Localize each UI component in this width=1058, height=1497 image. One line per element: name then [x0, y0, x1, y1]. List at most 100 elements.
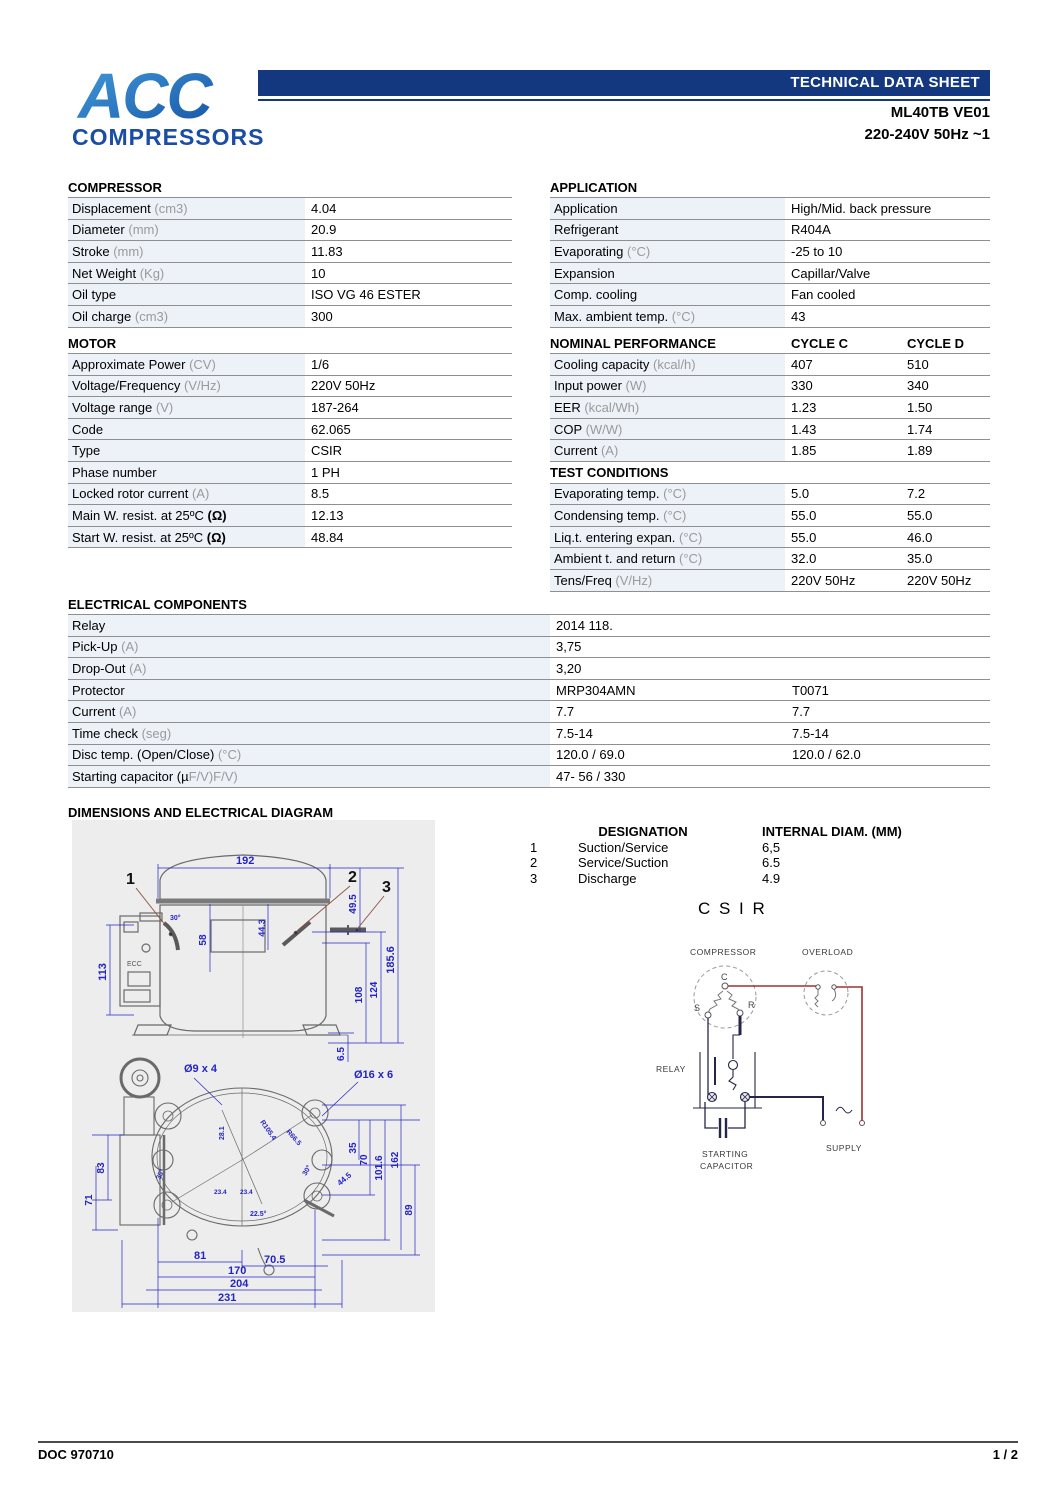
dim-angle-22-5: 22.5°	[250, 1210, 267, 1218]
bottom-view-outline	[119, 1057, 335, 1276]
circuit-wires	[693, 1016, 853, 1138]
row-label: Net Weight (Kg)	[68, 262, 305, 284]
spec-row: Protector MRP304AMN T0071	[68, 679, 990, 702]
spec-row: Main W. resist. at 25ºC (Ω) 12.13	[68, 505, 512, 527]
designation-num: 3	[530, 870, 538, 886]
row-label: Oil type	[68, 284, 305, 305]
row-value-1: 3,75	[556, 639, 582, 655]
row-value-2: 120.0 / 62.0	[792, 747, 861, 763]
footer-rule	[38, 1441, 1018, 1443]
row-unit: (V/Hz)	[615, 572, 653, 588]
row-value-cycle-d: 46.0	[907, 529, 933, 545]
voltage-spec: 220-240V 50Hz ~1	[864, 126, 990, 143]
row-unit-bold: (Ω)	[206, 529, 226, 545]
row-value-1: 120.0 / 69.0	[556, 747, 625, 763]
spec-row: Ambient t. and return (°C) 32.0 35.0	[550, 548, 990, 570]
row-value-cycle-c: 1.43	[791, 421, 817, 437]
row-value-cycle-c: 330	[791, 378, 813, 394]
row-unit-bold: (Ω)	[207, 507, 227, 523]
dim-81: 81	[194, 1250, 206, 1262]
designation-name: Service/Suction	[578, 855, 669, 871]
dimensions-section-title: DIMENSIONS AND ELECTRICAL DIAGRAM	[68, 805, 334, 820]
row-value: 62.065	[311, 421, 351, 437]
dim-170: 170	[228, 1265, 246, 1277]
row-value: CSIR	[311, 443, 343, 459]
row-value-cycle-d: 1.50	[907, 399, 933, 415]
dim-101-6: 101.6	[374, 1155, 385, 1180]
bottom-view-dimension-labels: Ø9 x 4 Ø16 x 6 83 71 35 70 101.6 162 89 …	[84, 1063, 415, 1304]
spec-row: Type CSIR	[68, 440, 512, 462]
row-label-text: Cooling capacity	[554, 356, 653, 372]
dim-108: 108	[354, 986, 365, 1003]
starting-capacitor-label-1: STARTING	[702, 1149, 748, 1159]
row-label-text: Main W. resist. at 25ºC	[72, 507, 208, 523]
row-label: Disc temp. (Open/Close) (°C)	[68, 744, 550, 766]
spec-row: Time check (seg) 7.5-14 7.5-14	[68, 722, 990, 745]
row-unit: (°C)	[679, 529, 703, 545]
row-label: Code	[68, 418, 305, 440]
row-unit: (kcal/Wh)	[584, 399, 640, 415]
row-value-1: 7.7	[556, 704, 575, 720]
terminal-letters: C S R	[694, 972, 755, 1013]
dim-holes-9x4: Ø9 x 4	[184, 1063, 218, 1075]
row-value: Fan cooled	[791, 287, 856, 303]
spec-row: COP (W/W) 1.43 1.74	[550, 418, 990, 441]
motor-table: MOTOR Approximate Power (CV) 1/6 Voltage…	[68, 334, 512, 549]
test-conditions-table: TEST CONDITIONS Evaporating temp. (°C) 5…	[550, 462, 990, 592]
row-unit: (V)	[155, 399, 174, 415]
designation-table: DESIGNATION INTERNAL DIAM. (MM) 1 Suctio…	[520, 824, 930, 886]
row-unit: (°C)	[679, 551, 703, 567]
spec-row: Current (A) 7.7 7.7	[68, 701, 990, 723]
row-label-text: Evaporating temp.	[554, 486, 664, 502]
application-table: APPLICATION Application High/Mid. back p…	[550, 178, 990, 328]
row-label-text: Oil charge	[72, 308, 135, 324]
row-unit: (kcal/h)	[653, 356, 696, 372]
row-label: COP (W/W)	[550, 418, 785, 440]
footer-page-number: 1 / 2	[992, 1447, 1018, 1462]
row-value-1: 2014 118.	[556, 617, 613, 633]
spec-row: Input power (W) 330 340	[550, 375, 990, 398]
row-label-text: Max. ambient temp.	[554, 308, 672, 324]
row-value: Capillar/Valve	[791, 265, 871, 281]
section-title: NOMINAL PERFORMANCE	[550, 336, 716, 351]
section-title: APPLICATION	[550, 178, 990, 198]
spec-row: Net Weight (Kg) 10	[68, 262, 512, 285]
row-value-cycle-d: 7.2	[907, 486, 926, 502]
designation-row: 1 Suction/Service 6,5	[520, 840, 930, 856]
spec-row: Oil type ISO VG 46 ESTER	[68, 284, 512, 306]
relay-label: RELAY	[656, 1064, 686, 1074]
dim-185-6: 185.6	[385, 946, 397, 974]
spec-row: Condensing temp. (°C) 55.0 55.0	[550, 505, 990, 527]
row-unit: (CV)	[189, 356, 216, 372]
designation-name: Discharge	[578, 870, 637, 886]
row-value-1: 7.5-14	[556, 725, 593, 741]
dim-83: 83	[96, 1162, 107, 1174]
row-label-text: Current	[72, 704, 119, 720]
row-unit: (mm)	[113, 243, 144, 259]
row-unit: (°C)	[671, 308, 696, 324]
spec-row: Disc temp. (Open/Close) (°C) 120.0 / 69.…	[68, 744, 990, 767]
side-view-callouts: 1 2 3	[126, 869, 391, 896]
designation-num: 1	[530, 839, 538, 855]
brand-name: COMPRESSORS	[72, 124, 265, 150]
spec-row: Max. ambient temp. (°C) 43	[550, 305, 990, 328]
spec-row: Current (A) 1.85 1.89	[550, 440, 990, 462]
row-value: ISO VG 46 ESTER	[311, 287, 421, 303]
terminal-s: S	[694, 1003, 700, 1013]
row-value-cycle-d: 220V 50Hz	[907, 572, 972, 588]
row-label-text: Oil type	[72, 287, 117, 303]
spec-row: Pick-Up (A) 3,75	[68, 636, 990, 659]
section-title: ELECTRICAL COMPONENTS	[68, 595, 990, 615]
compressor-label: COMPRESSOR	[690, 947, 756, 957]
row-label-text: Drop-Out	[72, 660, 130, 676]
row-label-text: Time check	[72, 725, 142, 741]
row-unit: (W)	[625, 378, 647, 394]
section-title: COMPRESSOR	[68, 178, 512, 198]
nominal-performance-table: NOMINAL PERFORMANCE CYCLE C CYCLE D Cool…	[550, 334, 990, 462]
spec-row: Voltage/Frequency (V/Hz) 220V 50Hz	[68, 375, 512, 398]
row-label-text: Expansion	[554, 265, 615, 281]
logo-text: ACC	[76, 60, 213, 126]
dim-44-3: 44.3	[257, 919, 267, 937]
row-value: 300	[311, 308, 333, 324]
